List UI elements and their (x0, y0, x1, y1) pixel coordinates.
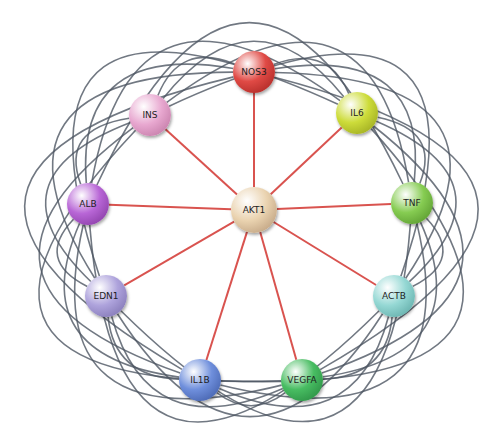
protein-node: ALB (67, 183, 109, 225)
protein-label: INS (142, 111, 157, 120)
interaction-line (108, 317, 179, 379)
protein-node: INS (129, 94, 171, 136)
protein-node: ACTB (373, 275, 415, 317)
interaction-line (221, 129, 463, 382)
interaction-line (274, 222, 377, 285)
protein-node: TNF (391, 182, 433, 224)
interaction-line (25, 77, 234, 370)
interaction-line (92, 41, 340, 183)
interaction-line (39, 130, 281, 381)
interaction-line (121, 224, 411, 422)
protein-label: ALB (79, 200, 96, 209)
protein-label: IL1B (190, 376, 210, 385)
interaction-line (163, 41, 344, 98)
protein-node: NOS3 (233, 51, 275, 93)
interaction-line (253, 93, 255, 187)
protein-node: EDN1 (85, 275, 127, 317)
interaction-line (167, 42, 409, 182)
protein-label: NOS3 (241, 68, 266, 77)
interaction-line (97, 23, 403, 185)
interaction-line (75, 225, 282, 399)
interaction-line (323, 317, 392, 379)
interaction-line (206, 232, 247, 360)
protein-label: VEGFA (287, 376, 316, 385)
interaction-line (124, 222, 234, 286)
interaction-line (271, 127, 342, 194)
protein-node: VEGFA (281, 359, 323, 401)
protein-node: AKT1 (231, 187, 277, 233)
interaction-line (413, 218, 443, 286)
protein-label: AKT1 (243, 206, 266, 215)
protein-label: TNF (403, 199, 420, 208)
interaction-line (219, 316, 388, 406)
protein-node: IL1B (179, 359, 221, 401)
protein-label: EDN1 (93, 292, 118, 301)
protein-node: IL6 (336, 92, 378, 134)
interaction-line (277, 204, 391, 209)
protein-label: ACTB (382, 292, 406, 301)
interaction-line (274, 77, 478, 369)
interaction-line (112, 316, 283, 407)
interaction-line (166, 129, 238, 194)
interaction-line (109, 205, 231, 209)
interaction-line (376, 121, 456, 281)
protein-label: IL6 (350, 109, 363, 118)
interaction-line (220, 223, 426, 398)
interaction-line (73, 52, 338, 276)
interaction-line (217, 393, 286, 406)
interaction-line (260, 232, 296, 360)
